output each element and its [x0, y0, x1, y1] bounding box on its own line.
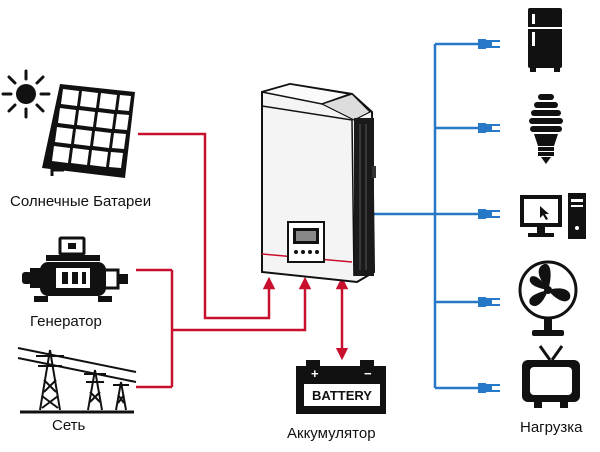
grid-label: Сеть — [52, 417, 86, 434]
output-connection-lines — [374, 42, 478, 390]
tv-icon — [522, 345, 580, 408]
power-tower-icon — [17, 347, 137, 414]
battery-icon: + − BATTERY — [296, 360, 386, 414]
sun-icon — [1, 69, 51, 119]
input-connection-lines — [136, 132, 349, 389]
generator-icon — [22, 236, 128, 302]
svg-text:−: − — [364, 366, 372, 381]
plug-icon — [478, 39, 500, 49]
solar-line — [138, 132, 276, 320]
computer-icon — [520, 193, 586, 239]
plug-icon — [478, 383, 500, 393]
battery-body-label: BATTERY — [312, 388, 372, 403]
plug-icon — [478, 209, 500, 219]
refrigerator-icon — [528, 8, 562, 72]
inverter-icon — [261, 82, 376, 284]
plug-icons — [478, 39, 500, 393]
battery-label: Аккумулятор — [287, 425, 376, 442]
fan-icon — [518, 260, 578, 336]
light-bulb-icon — [529, 94, 563, 164]
svg-text:+: + — [311, 366, 319, 381]
ac-input-line — [172, 276, 312, 332]
solar-label: Солнечные Батареи — [10, 193, 151, 210]
plug-icon — [478, 123, 500, 133]
plug-icon — [478, 297, 500, 307]
load-label: Нагрузка — [520, 419, 583, 436]
generator-label: Генератор — [30, 313, 102, 330]
solar-panel-icon — [42, 84, 135, 178]
